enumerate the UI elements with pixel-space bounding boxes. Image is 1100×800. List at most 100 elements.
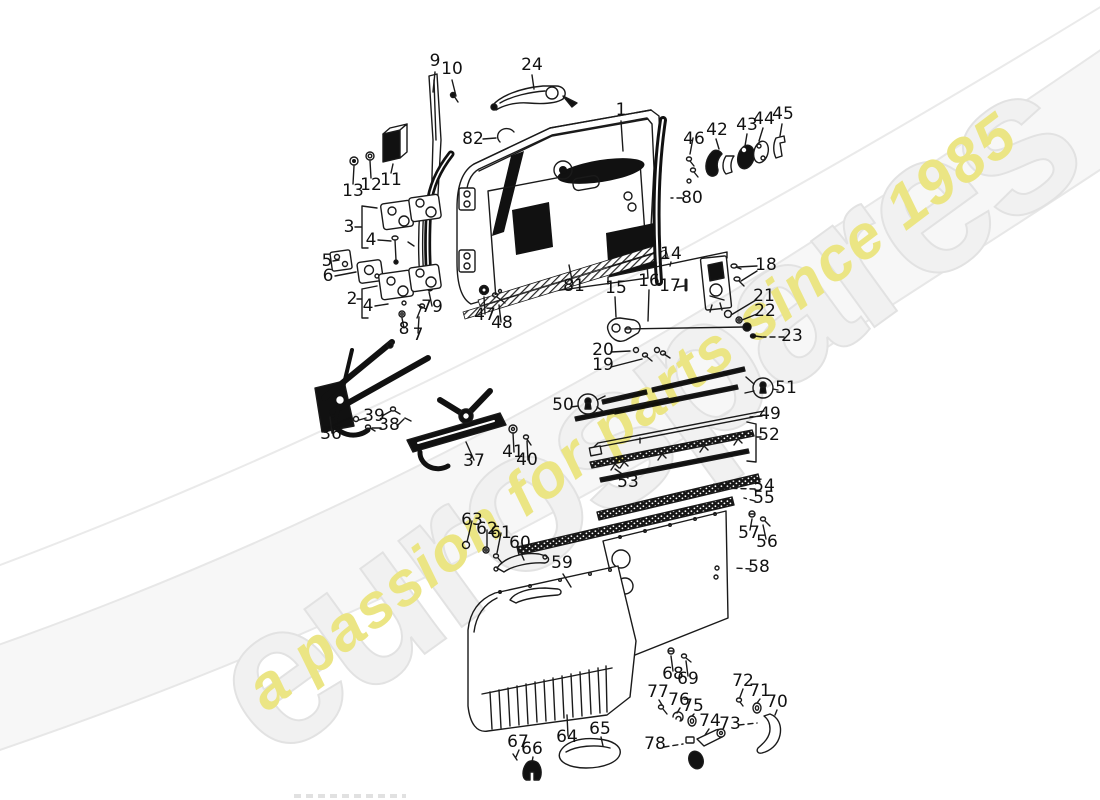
part-label-59: 59 (551, 553, 573, 573)
part-label-74: 74 (699, 711, 721, 731)
part-label-70: 70 (766, 692, 788, 712)
part-label-53: 53 (617, 472, 639, 492)
part-label-22: 22 (754, 301, 776, 321)
part-label-78: 78 (644, 734, 666, 754)
part-label-12: 12 (360, 175, 382, 195)
swoosh-band (0, 49, 1100, 751)
door-lock-assembly (606, 255, 763, 362)
part-label-41: 41 (502, 442, 524, 462)
part-label-16: 16 (638, 271, 660, 291)
part-label-43: 43 (736, 115, 758, 135)
part-label-76: 76 (668, 690, 690, 710)
sill-strip (462, 249, 669, 320)
part-label-64: 64 (556, 727, 578, 747)
part-label-81: 81 (563, 276, 585, 296)
part-label-51: 51 (775, 378, 797, 398)
crank-and-lever (657, 647, 782, 770)
part-label-79: 79 (421, 297, 443, 317)
part-label-77: 77 (647, 682, 669, 702)
part-label-44: 44 (753, 109, 775, 129)
striker-plates (685, 135, 786, 184)
part-label-2: 2 (347, 289, 358, 309)
part-label-24: 24 (521, 55, 543, 75)
part-label-10: 10 (441, 59, 463, 79)
pillar-channel (652, 116, 667, 286)
part-label-4: 4 (366, 230, 377, 250)
part-label-6: 6 (323, 266, 334, 286)
part-label-67: 67 (507, 732, 529, 752)
part-label-58: 58 (748, 557, 770, 577)
part-label-50: 50 (552, 395, 574, 415)
grommet-and-screw (478, 284, 506, 304)
panel-screws (748, 510, 771, 527)
leader-lines (329, 71, 783, 763)
part-label-55: 55 (753, 488, 775, 508)
part-label-71: 71 (749, 681, 771, 701)
part-label-75: 75 (682, 696, 704, 716)
part-label-49: 49 (759, 404, 781, 424)
part-label-72: 72 (732, 671, 754, 691)
part-label-21: 21 (753, 286, 775, 306)
part-label-42: 42 (706, 120, 728, 140)
part-label-47: 47 (474, 305, 496, 325)
part-label-11: 11 (380, 170, 402, 190)
part-label-9: 9 (430, 51, 441, 71)
part-label-61: 61 (490, 523, 512, 543)
part-label-57: 57 (738, 523, 760, 543)
part-label-3: 3 (344, 217, 355, 237)
part-label-62: 62 (476, 519, 498, 539)
part-label-15: 15 (605, 278, 627, 298)
part-label-13: 13 (342, 181, 364, 201)
part-label-56: 56 (756, 532, 778, 552)
part-label-66: 66 (521, 739, 543, 759)
hinge-shims (329, 249, 384, 284)
part-label-39: 39 (363, 406, 385, 426)
part-label-17: 17 (659, 276, 681, 296)
grommet (496, 127, 515, 143)
upper-hinge (380, 193, 442, 265)
armrest (512, 737, 621, 781)
window-regulator-left (314, 339, 431, 438)
door-handle (490, 85, 578, 111)
part-label-65: 65 (589, 719, 611, 739)
part-label-20: 20 (592, 340, 614, 360)
part-label-5: 5 (322, 251, 333, 271)
part-label-48: 48 (491, 313, 513, 333)
part-label-14: 14 (660, 244, 682, 264)
dashed-leader-lines (663, 197, 785, 748)
glass-channel-strips (516, 366, 774, 556)
door-shell (456, 109, 662, 307)
part-label-37: 37 (463, 451, 485, 471)
part-label-54: 54 (753, 476, 775, 496)
part-label-82: 82 (462, 129, 484, 149)
part-label-7: 7 (413, 325, 424, 345)
part-label-69: 69 (677, 669, 699, 689)
part-label-18: 18 (755, 255, 777, 275)
part-label-68: 68 (662, 664, 684, 684)
part-label-19: 19 (592, 355, 614, 375)
front-trim-panel (467, 565, 637, 732)
swoosh-edge-line (0, 6, 1100, 567)
part-label-73: 73 (719, 714, 741, 734)
part-label-52: 52 (758, 425, 780, 445)
part-label-36: 36 (320, 424, 342, 444)
part-label-4: 4 (363, 296, 374, 316)
lower-hinge (378, 263, 442, 319)
cut-off-text-fragment (294, 794, 406, 798)
part-label-1: 1 (616, 100, 627, 120)
part-label-38: 38 (378, 415, 400, 435)
part-label-40: 40 (516, 450, 538, 470)
part-label-60: 60 (509, 533, 531, 553)
part-label-46: 46 (683, 129, 705, 149)
part-label-8: 8 (399, 319, 410, 339)
door-stop-block (349, 123, 408, 166)
part-label-45: 45 (772, 104, 794, 124)
part-label-23: 23 (781, 326, 803, 346)
part-label-63: 63 (461, 510, 483, 530)
pull-strap (461, 540, 550, 573)
